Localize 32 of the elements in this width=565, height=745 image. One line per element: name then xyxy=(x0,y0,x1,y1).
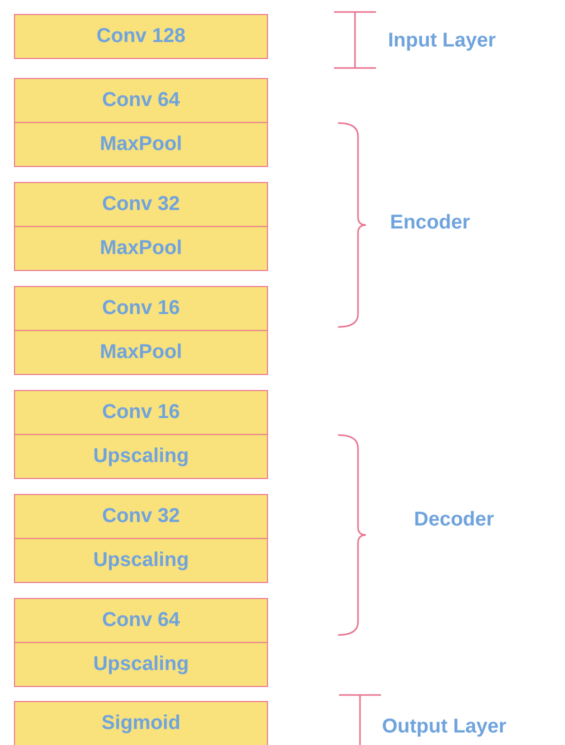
layer-box xyxy=(14,330,268,375)
section-label: Encoder xyxy=(390,212,470,234)
layer-box xyxy=(14,78,268,123)
layer-box xyxy=(14,286,268,331)
layer-box xyxy=(14,598,268,643)
layer-name: Conv 16 xyxy=(102,297,180,320)
layer-box xyxy=(14,390,268,435)
layer-name: Conv 32 xyxy=(102,505,180,528)
layer-name: Conv 64 xyxy=(102,609,180,632)
layer-box xyxy=(14,182,268,227)
layer-name: MaxPool xyxy=(100,133,182,156)
layer-name: Sigmoid xyxy=(102,712,180,735)
layer-box xyxy=(14,494,268,539)
layer-box xyxy=(14,122,268,167)
layer-name: MaxPool xyxy=(100,237,182,260)
layer-box xyxy=(14,538,268,583)
section-label: Decoder xyxy=(414,508,494,532)
layer-box xyxy=(14,226,268,271)
layer-name: Upscaling xyxy=(93,445,189,468)
layer-name: Upscaling xyxy=(93,549,189,572)
section-label: Input Layer xyxy=(388,30,496,52)
layer-name: Conv 128 xyxy=(96,25,186,48)
layer-name: MaxPool xyxy=(100,341,182,364)
layer-name: Conv 64 xyxy=(102,89,180,112)
layer-box xyxy=(14,434,268,479)
section-label: Output Layer xyxy=(382,716,506,738)
layer-name: Upscaling xyxy=(93,653,189,676)
layer-box xyxy=(14,642,268,687)
layer-name: Conv 32 xyxy=(102,193,180,216)
layer-box xyxy=(14,701,268,745)
layer-box xyxy=(14,14,268,59)
layer-name: Conv 16 xyxy=(102,401,180,424)
